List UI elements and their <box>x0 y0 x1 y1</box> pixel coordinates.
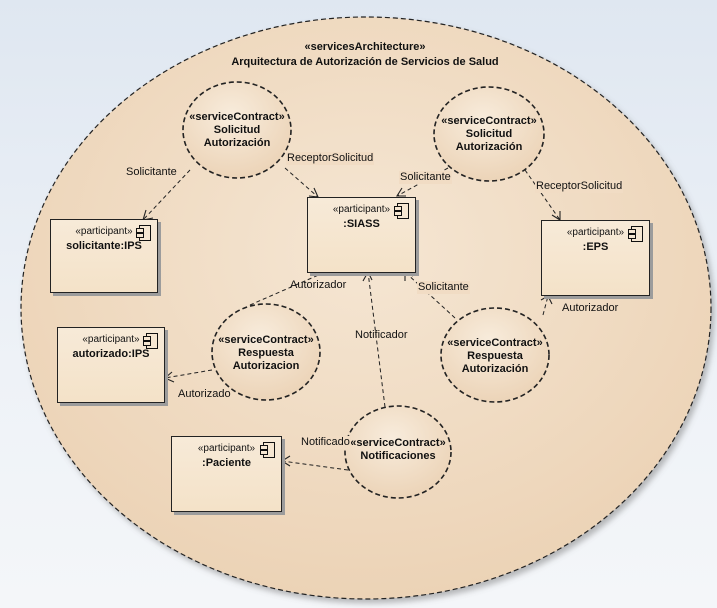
contract-solicitud-2-shape <box>433 86 545 182</box>
role-label-notificado: Notificado <box>300 436 351 449</box>
link-autorizador-2 <box>542 295 549 316</box>
role-label-receptor-2: ReceptorSolicitud <box>535 180 624 193</box>
participant-name: solicitante:IPS <box>66 240 142 252</box>
contract-stereotype: «serviceContract» <box>218 333 314 346</box>
contract-respuesta-2[interactable]: «serviceContract» Respuesta Autorización <box>441 311 549 401</box>
component-icon <box>394 203 409 219</box>
participant-stereotype: «participant» <box>75 226 133 237</box>
link-solicitante-1 <box>142 169 191 221</box>
contract-line: Respuesta <box>467 349 523 362</box>
architecture-name: Arquitectura de Autorización de Servicio… <box>231 56 499 68</box>
contract-line: Autorizacion <box>232 359 300 372</box>
participant-name: autorizado:IPS <box>72 348 150 360</box>
link-notificador <box>367 271 386 408</box>
participant-siass[interactable]: «participant» :SIASS <box>307 197 416 273</box>
participant-name: :EPS <box>582 241 609 253</box>
role-label-receptor-1: ReceptorSolicitud <box>286 152 375 165</box>
contract-respuesta-2-shape <box>440 307 550 403</box>
contract-line: Solicitud <box>213 123 261 136</box>
component-icon <box>136 225 151 241</box>
contract-line: Autorización <box>461 362 529 375</box>
contract-respuesta-1-shape <box>211 303 321 401</box>
contract-solicitud-1[interactable]: «serviceContract» Solicitud Autorización <box>183 85 291 175</box>
contract-stereotype: «serviceContract» <box>441 114 537 127</box>
contract-line: Solicitud <box>465 127 513 140</box>
role-label-notificador: Notificador <box>355 329 408 341</box>
component-icon <box>628 226 643 242</box>
link-receptor-2 <box>524 169 561 221</box>
participant-solicitante-ips[interactable]: «participant» solicitante:IPS <box>50 219 158 293</box>
arrowhead-notificado <box>280 455 291 467</box>
participant-paciente[interactable]: «participant» :Paciente <box>171 436 282 512</box>
role-label-solicitante-3: Solicitante <box>417 281 470 294</box>
link-autorizado <box>164 369 213 379</box>
participant-name: :SIASS <box>343 218 380 230</box>
contract-stereotype: «serviceContract» <box>447 336 543 349</box>
link-solicitante-3 <box>404 271 456 319</box>
role-label-autorizado: Autorizado <box>178 388 231 400</box>
contract-line: Autorización <box>203 136 271 149</box>
architecture-title: «servicesArchitecture» Arquitectura de A… <box>180 40 550 70</box>
link-receptor-1 <box>284 167 319 198</box>
link-autorizador-1 <box>249 269 331 306</box>
contract-line: Autorización <box>455 140 523 153</box>
contract-solicitud-1-shape <box>182 81 292 179</box>
contract-solicitud-2[interactable]: «serviceContract» Solicitud Autorización <box>434 89 544 179</box>
role-label-autorizador-2: Autorizador <box>562 302 619 314</box>
contract-stereotype: «serviceContract» <box>350 437 446 449</box>
arrowhead-solicitante-2 <box>396 187 406 197</box>
architecture-stereotype: «servicesArchitecture» <box>304 41 426 53</box>
contract-stereotype: «serviceContract» <box>189 110 285 123</box>
contract-notificaciones-shape <box>344 405 452 499</box>
contract-notificaciones[interactable]: «serviceContract» Notificaciones <box>345 420 451 480</box>
component-icon <box>143 333 158 349</box>
participant-stereotype: «participant» <box>332 204 391 215</box>
component-icon <box>260 442 275 458</box>
contract-line: Respuesta <box>238 346 294 359</box>
participant-name: :Paciente <box>202 457 251 469</box>
role-label-solicitante-1: Solicitante <box>126 166 177 178</box>
role-label-autorizador-1: Autorizador <box>290 279 347 291</box>
participant-stereotype: «participant» <box>566 227 625 238</box>
participant-eps[interactable]: «participant» :EPS <box>541 220 650 296</box>
arrowhead-autorizado <box>163 371 175 383</box>
contract-line: Notificaciones <box>360 450 436 462</box>
role-label-solicitante-2: Solicitante <box>399 171 452 184</box>
participant-autorizado-ips[interactable]: «participant» autorizado:IPS <box>57 327 165 403</box>
contract-respuesta-1[interactable]: «serviceContract» Respuesta Autorizacion <box>212 308 320 398</box>
arrowhead-autorizador-2 <box>540 295 553 305</box>
participant-stereotype: «participant» <box>197 443 256 454</box>
participant-stereotype: «participant» <box>82 334 140 345</box>
